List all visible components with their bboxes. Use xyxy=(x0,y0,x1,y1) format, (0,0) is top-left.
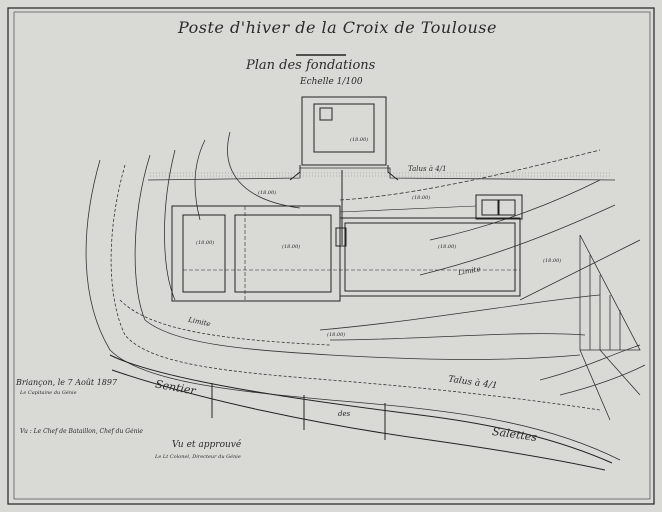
elevation-area-right: (18.00) xyxy=(438,243,456,250)
annex-building xyxy=(339,194,523,220)
inner-border xyxy=(13,11,651,500)
place-date: Briançon, le 7 Août 1897 xyxy=(16,378,118,387)
elevation-room-mid: (18.00) xyxy=(282,243,300,250)
elevation-room-top: (18.00) xyxy=(350,136,368,143)
elevation-corner: (18.00) xyxy=(543,257,561,264)
elevation-lower: (18.00) xyxy=(327,331,345,338)
elevation-labels: (18.00) (18.00) (18.00) (18.00) (18.00) … xyxy=(196,136,561,338)
des-label: des xyxy=(338,410,351,418)
talus-label-top: Talus à 4/1 xyxy=(408,165,447,173)
approval-heading: Vu et approuvé xyxy=(172,440,242,450)
drawing-title: Poste d'hiver de la Croix de Toulouse xyxy=(178,18,497,37)
contour-lines-right xyxy=(319,149,646,396)
elevation-room-left: (18.00) xyxy=(196,239,214,246)
colonel-signature: Le Lt Colonel, Directeur du Génie xyxy=(155,454,241,460)
chef-signature: Vu : Le Chef de Bataillon, Chef du Génie xyxy=(20,428,143,435)
drawing-subtitle: Plan des fondations xyxy=(246,58,376,73)
elevation-upper-left: (18.00) xyxy=(258,189,276,196)
scale-label: Echelle 1/100 xyxy=(300,77,363,87)
main-building xyxy=(171,205,521,302)
captain-signature: Le Capitaine du Génie xyxy=(20,390,77,396)
outer-border xyxy=(7,7,655,505)
sentier-path xyxy=(109,354,613,471)
contour-lines xyxy=(85,131,621,461)
right-talus xyxy=(579,234,641,421)
elevation-upper-mid: (18.00) xyxy=(412,194,430,201)
ground-line xyxy=(147,167,616,181)
top-building xyxy=(289,96,399,245)
